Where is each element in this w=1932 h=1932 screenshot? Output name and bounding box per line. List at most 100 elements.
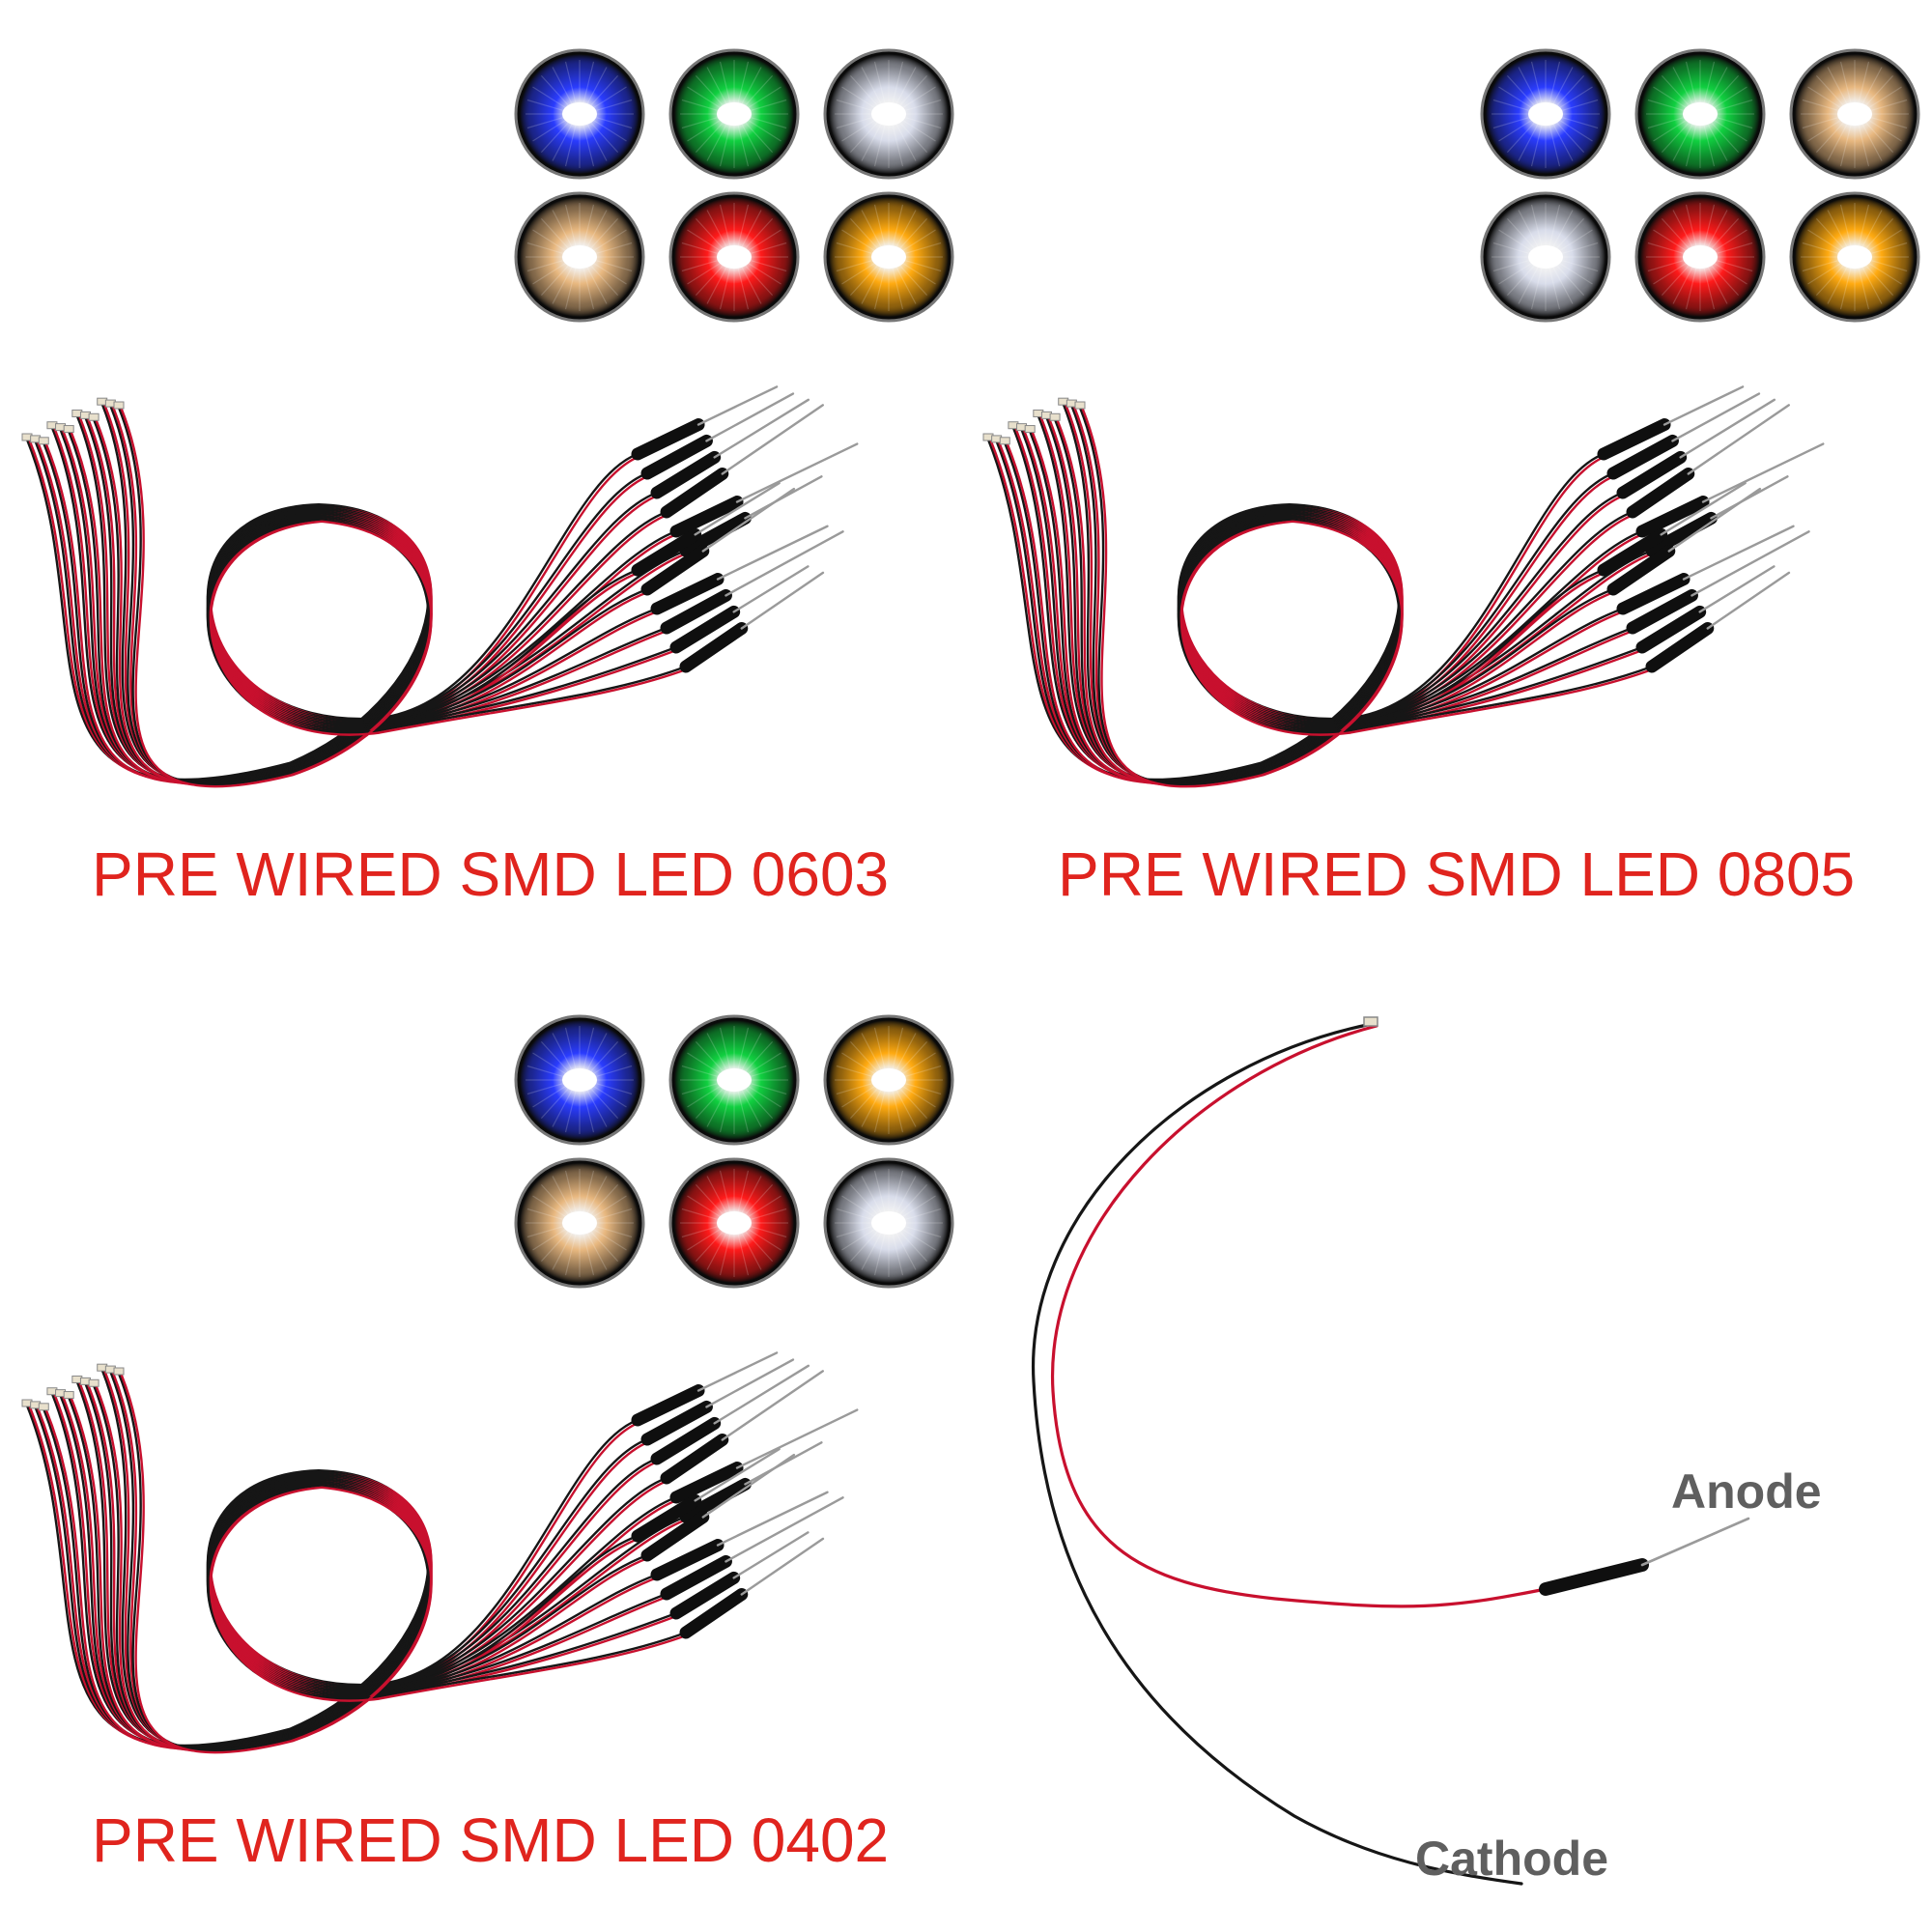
resistor-pin — [735, 1408, 859, 1469]
smd-led-chip — [63, 1391, 74, 1400]
heat-shrink-sleeve — [1616, 450, 1688, 499]
anode-wire — [1051, 1024, 1548, 1608]
swatch-white — [823, 48, 954, 180]
anode-label: Anode — [1671, 1464, 1822, 1519]
heat-shrink-sleeve — [679, 511, 752, 557]
resistor-pin — [740, 571, 825, 630]
swatch-green — [668, 48, 800, 180]
heat-shrink-sleeve — [679, 1477, 752, 1523]
red-wire — [1081, 408, 1657, 788]
heat-shrink-sleeve — [1606, 434, 1679, 480]
product-caption: PRE WIRED SMD LED 0402 — [92, 1805, 890, 1875]
resistor-pin — [724, 530, 844, 597]
smd-led-chip — [88, 412, 99, 421]
red-wire — [120, 1374, 691, 1754]
black-wire — [100, 402, 668, 784]
led-bundle-0402 — [21, 1014, 954, 1754]
heat-shrink-sleeve — [631, 527, 702, 577]
resistor-pin — [1662, 385, 1745, 426]
resistor-pin — [1690, 530, 1810, 597]
smd-led-chip — [1074, 401, 1086, 410]
heat-shrink-sleeve — [1606, 544, 1676, 596]
product-panel-0402: PRE WIRED SMD LED 0402 — [0, 966, 966, 1932]
smd-led-chip — [88, 1378, 99, 1387]
swatch-green — [668, 1014, 800, 1146]
heat-shrink-sleeve — [1597, 527, 1668, 577]
smd-led-chip — [38, 437, 49, 445]
smd-led-chip — [63, 425, 74, 434]
color-swatches — [514, 1014, 954, 1289]
smd-led-chip — [1024, 425, 1036, 434]
swatch-warm-white — [514, 1157, 645, 1289]
cathode-wire — [1032, 1022, 1523, 1886]
single-led-diagram — [1032, 1016, 1750, 1886]
heat-shrink-sleeve — [679, 621, 749, 673]
product-caption: PRE WIRED SMD LED 0603 — [92, 839, 890, 909]
heat-shrink-sleeve — [640, 544, 710, 596]
heat-shrink-sleeve — [660, 1554, 732, 1601]
resistor-pin — [724, 1496, 844, 1563]
resistor-pin — [1706, 571, 1791, 630]
resistor-pin — [696, 1351, 779, 1392]
swatch-red — [668, 191, 800, 323]
led-bundle-0603 — [21, 48, 954, 788]
resistor-pin — [694, 1447, 781, 1502]
resistor-pin — [1679, 398, 1776, 459]
swatch-green — [1634, 48, 1766, 180]
resistor-pin — [721, 404, 824, 475]
heat-shrink-sleeve — [631, 1384, 705, 1427]
heat-shrink-sleeve — [631, 1493, 702, 1543]
resistor-pin — [1671, 392, 1761, 442]
resistor-pin — [1667, 487, 1762, 553]
resistor-pin — [1687, 404, 1790, 475]
heat-shrink-sleeve — [640, 434, 713, 480]
smd-led-chip — [38, 1403, 49, 1411]
heat-shrink-sleeve — [640, 1510, 710, 1562]
smd-led-chip — [999, 437, 1010, 445]
product-panel-0603: PRE WIRED SMD LED 0603 — [0, 0, 966, 966]
wire-bundle — [21, 1351, 859, 1754]
heat-shrink-sleeve — [650, 450, 722, 499]
swatch-orange — [1789, 191, 1920, 323]
heat-shrink-sleeve — [1597, 418, 1671, 461]
swatch-blue — [514, 1014, 645, 1146]
heat-shrink-sleeve — [1645, 511, 1718, 557]
heat-shrink-sleeve — [1635, 496, 1710, 538]
resistor-pin — [735, 442, 859, 503]
wire-bundle — [21, 385, 859, 788]
wire-bundle — [982, 385, 1825, 788]
swatch-orange — [823, 1014, 954, 1146]
heat-shrink-sleeve — [1645, 621, 1715, 673]
color-swatches — [1480, 48, 1920, 323]
product-caption: PRE WIRED SMD LED 0805 — [1058, 839, 1856, 909]
single-led-panel: Anode Cathode — [966, 966, 1932, 1932]
smd-led-chip — [113, 1367, 125, 1376]
resistor-pin — [1660, 481, 1747, 536]
resistor-pin — [732, 565, 810, 613]
resistor-pin — [701, 1453, 796, 1519]
heat-shrink-sleeve — [1616, 573, 1690, 615]
swatch-red — [668, 1157, 800, 1289]
cathode-label: Cathode — [1415, 1832, 1608, 1886]
color-swatches — [514, 48, 954, 323]
resistor-pin — [716, 1491, 829, 1547]
heat-shrink-sleeve — [669, 1571, 741, 1620]
resistor-pin — [740, 1537, 825, 1596]
heat-shrink-sleeve — [650, 573, 724, 615]
swatch-orange — [823, 191, 954, 323]
resistor-pin — [705, 1358, 795, 1408]
heat-shrink-sleeve — [669, 605, 741, 654]
heat-shrink-sleeve — [640, 1400, 713, 1446]
swatch-blue — [514, 48, 645, 180]
heat-shrink-sleeve — [650, 1416, 722, 1465]
resistor-pin — [696, 385, 779, 426]
heat-shrink-sleeve — [1635, 605, 1707, 654]
led-bundle-0805 — [982, 48, 1920, 788]
resistor-pin — [713, 398, 810, 459]
anode-sleeve — [1539, 1558, 1649, 1596]
heat-shrink-sleeve — [1626, 467, 1695, 519]
swatch-white — [823, 1157, 954, 1289]
resistor-pin — [705, 392, 795, 442]
heat-shrink-sleeve — [660, 1433, 729, 1485]
heat-shrink-sleeve — [1626, 588, 1698, 635]
